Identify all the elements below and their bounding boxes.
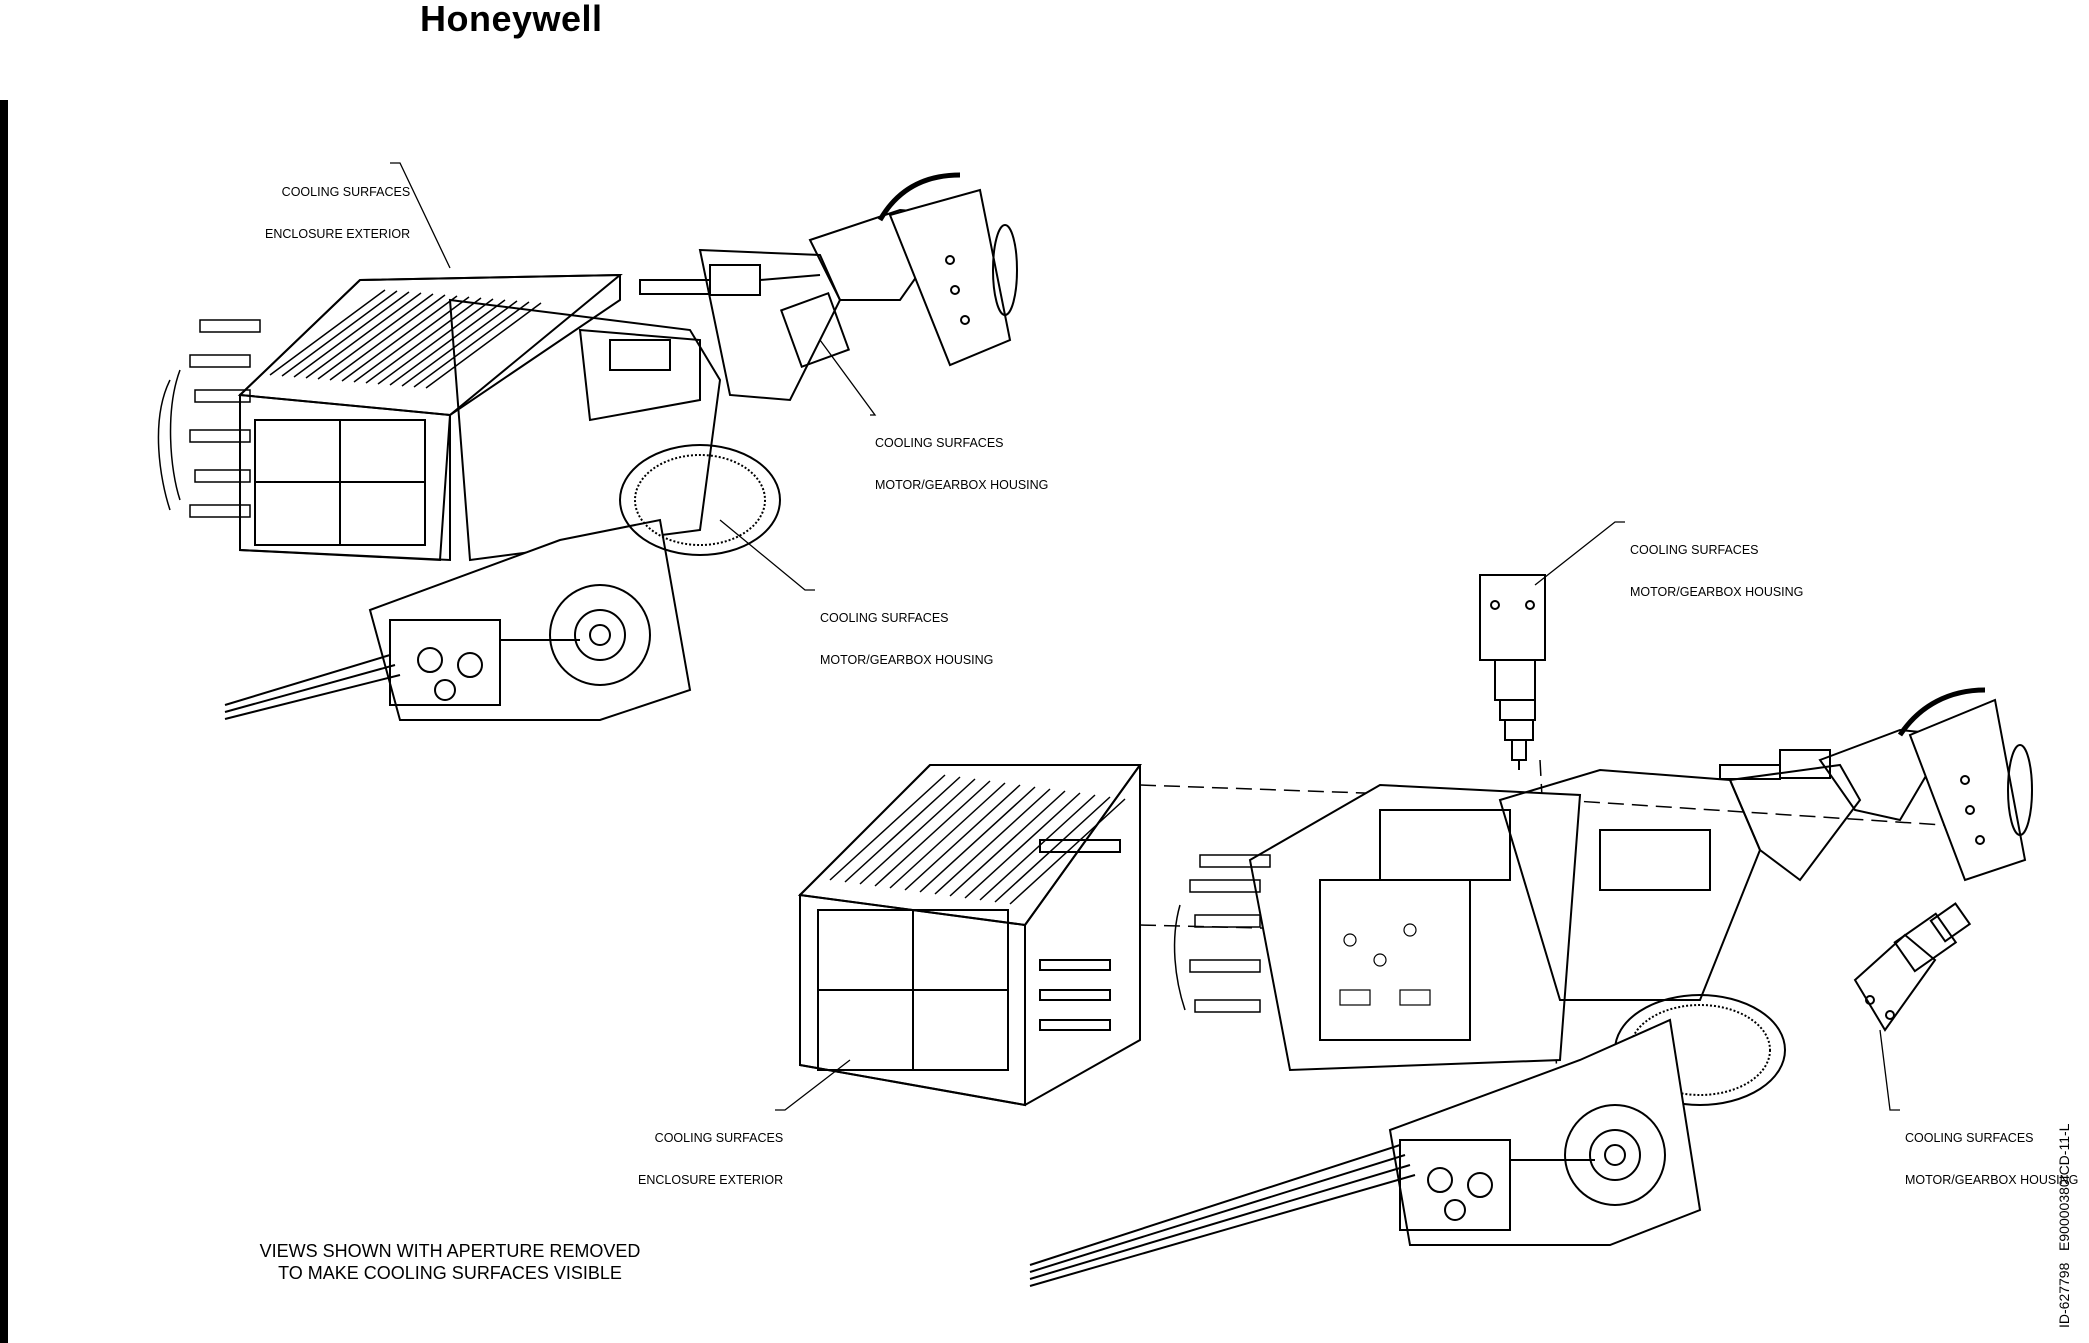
drawing-note: VIEWS SHOWN WITH APERTURE REMOVED TO MAK… (180, 1240, 720, 1284)
callout-line: ENCLOSURE EXTERIOR (265, 227, 411, 241)
leader-2 (819, 339, 877, 416)
callout-enclosure-upper: COOLING SURFACES ENCLOSURE EXTERIOR (265, 157, 410, 255)
callout-enclosure-lower: COOLING SURFACES ENCLOSURE EXTERIOR (638, 1103, 783, 1201)
callout-line: COOLING SURFACES (281, 185, 411, 199)
callout-line: MOTOR/GEARBOX HOUSING (1630, 585, 1804, 599)
callout-line: MOTOR/GEARBOX HOUSING (1905, 1173, 2079, 1187)
page-edge-bar (0, 100, 8, 1343)
lower-exploded-view (797, 574, 2033, 1287)
note-line: TO MAKE COOLING SURFACES VISIBLE (278, 1263, 622, 1283)
leader-5 (775, 1059, 851, 1111)
callout-motor-upper-1: COOLING SURFACES MOTOR/GEARBOX HOUSING (875, 408, 1048, 506)
callout-line: COOLING SURFACES (875, 436, 1004, 450)
callout-motor-upper-2: COOLING SURFACES MOTOR/GEARBOX HOUSING (820, 583, 993, 681)
detached-motor-right (1853, 902, 1972, 1032)
callout-line: COOLING SURFACES (1905, 1131, 2034, 1145)
callout-motor-lower-top: COOLING SURFACES MOTOR/GEARBOX HOUSING (1630, 515, 1803, 613)
callout-line: MOTOR/GEARBOX HOUSING (875, 478, 1049, 492)
leader-1 (390, 162, 451, 269)
callout-line: ENCLOSURE EXTERIOR (638, 1173, 784, 1187)
honeywell-logo: Honeywell (420, 0, 603, 39)
callout-motor-lower-right: COOLING SURFACES MOTOR/GEARBOX HOUSING (1905, 1103, 2078, 1201)
detached-motor-top (1479, 574, 1546, 770)
leader-6 (1879, 1029, 1900, 1111)
leader-4 (1534, 521, 1625, 586)
callout-line: COOLING SURFACES (1630, 543, 1759, 557)
callout-line: COOLING SURFACES (654, 1131, 784, 1145)
leader-3 (719, 519, 815, 591)
callout-line: MOTOR/GEARBOX HOUSING (820, 653, 994, 667)
document-id: ID-627798 E90000380ICD-11-L (2056, 1123, 2072, 1328)
callout-line: COOLING SURFACES (820, 611, 949, 625)
note-line: VIEWS SHOWN WITH APERTURE REMOVED (259, 1241, 641, 1261)
upper-assembly-view (157, 172, 1018, 721)
